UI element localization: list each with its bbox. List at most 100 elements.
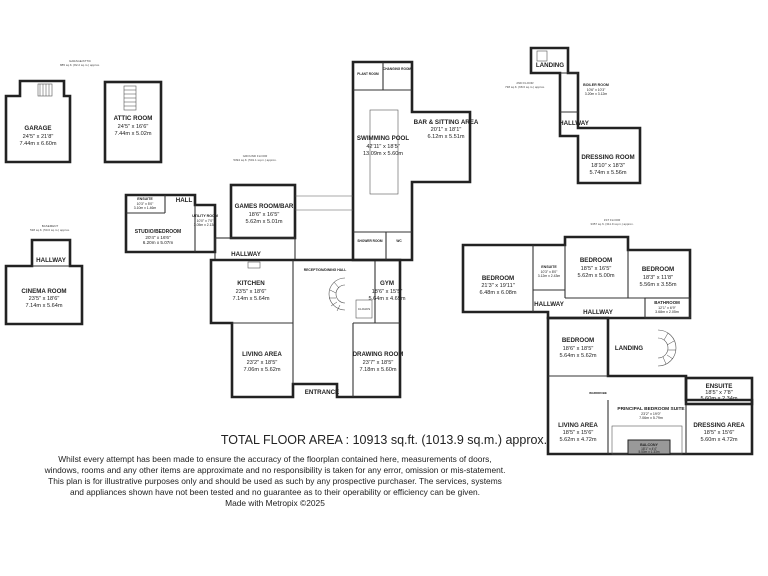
room-metric-cinema: 7.14m x 5.64m xyxy=(26,303,63,309)
room-name-landing: LANDING xyxy=(615,345,643,352)
room-metric-gym: 5.64m x 4.69m xyxy=(369,296,406,302)
room-metric-living: 7.06m x 5.62m xyxy=(244,367,281,373)
room-name-entrance: ENTRANCE xyxy=(305,389,339,396)
room-name-hallway-ground: HALLWAY xyxy=(231,251,262,258)
room-name-hallway-first: HALLWAY xyxy=(583,309,614,316)
disclaimer-text: Whilst every attempt has been made to en… xyxy=(40,454,510,509)
disclaimer-body: Whilst every attempt has been made to en… xyxy=(44,454,506,498)
room-metric-studio: 6.20m x 5.07m xyxy=(143,240,174,245)
floor-title-ground: GROUND FLOOR xyxy=(243,154,268,158)
room-metric-living-p: 5.62m x 4.72m xyxy=(560,437,597,443)
spiral-staircase xyxy=(328,277,346,312)
room-imperial-garage: 24'5" x 21'8" xyxy=(23,134,54,140)
floor-area-first: 3357 sq.ft. (311.9 sq.m.) approx. xyxy=(590,222,633,226)
room-name-garage: GARAGE xyxy=(24,125,51,132)
room-imperial-dressing-p: 18'5" x 15'6" xyxy=(704,430,735,436)
room-name-bed-right: BEDROOM xyxy=(642,266,674,273)
room-name-plant: PLANT ROOM xyxy=(357,72,379,76)
room-imperial-living-p: 18'5" x 15'6" xyxy=(563,430,594,436)
garage-stair xyxy=(37,83,53,97)
room-metric-bed-center: 5.62m x 5.00m xyxy=(578,273,615,279)
room-name-cinema: CINEMA ROOM xyxy=(21,288,66,295)
ensuite-p-walls xyxy=(684,376,754,406)
room-name-reception: RECEPTION/DINING HALL xyxy=(304,268,347,272)
room-imperial-cinema: 23'5" x 18'6" xyxy=(29,296,60,302)
room-name-boiler: BOILER ROOM xyxy=(583,83,609,87)
room-name-ensuite-p: ENSUITE xyxy=(706,383,733,390)
room-imperial-gym: 18'6" x 15'5" xyxy=(372,289,403,295)
balcony xyxy=(627,439,671,455)
room-name-kitchen: KITCHEN xyxy=(237,280,265,287)
room-name-hallway-left: HALLWAY xyxy=(534,301,565,308)
cloak-room xyxy=(355,299,373,319)
room-imperial-dressing2: 18'10" x 18'3" xyxy=(591,163,625,169)
room-name-balcony: BALCONY xyxy=(640,443,658,447)
kitchen-hob xyxy=(247,261,261,269)
room-metric-bed-mid: 5.64m x 5.62m xyxy=(560,353,597,359)
room-name-gym: GYM xyxy=(380,280,394,287)
basement-floor: BASEMENT 538 sq.ft. (50.0 sq.m.) approx.… xyxy=(4,224,84,326)
room-name-games: GAMES ROOM/BAR xyxy=(235,203,294,210)
floor-area-garage: 885 sq.ft. (82.2 sq.m.) approx. xyxy=(60,63,100,67)
room-imperial-bed-center: 18'5" x 16'5" xyxy=(581,266,612,272)
room-name-dressing-p: DRESSING AREA xyxy=(693,422,745,429)
room-metric-ensuite-p: 5.60m x 2.34m xyxy=(701,396,738,402)
floor-title-basement: BASEMENT xyxy=(42,224,59,228)
room-name-changing: CHANGING ROOM xyxy=(383,67,412,71)
attic-walls xyxy=(103,80,163,164)
room-name-suite: PRINCIPAL BEDROOM SUITE xyxy=(617,406,685,412)
first-spiral-stair xyxy=(657,329,677,367)
room-name-dressing2: DRESSING ROOM xyxy=(581,154,634,161)
room-imperial-boiler: 10'6" x 10'3" xyxy=(587,88,606,92)
room-imperial-bed-left: 21'3" x 19'11" xyxy=(481,283,514,289)
pool-basin xyxy=(369,109,399,195)
west-wing-walls xyxy=(124,193,217,254)
room-name-pool-wc: WC xyxy=(396,239,402,243)
room-metric-bathroom: 3.68m x 2.05m xyxy=(655,310,679,314)
ground-floor: GROUND FLOOR 5394 sq.ft. (501.1 sq.m.) a… xyxy=(124,60,479,399)
room-imperial-suite: 23'2" x 19'0" xyxy=(641,412,661,416)
room-imperial-utility: 10'0" x 7'0" xyxy=(197,219,215,223)
room-imperial-pool: 42'11" x 18'5" xyxy=(366,144,399,150)
room-metric-dressing-p: 5.60m x 4.72m xyxy=(701,437,738,443)
floor-title-first: 1ST FLOOR xyxy=(604,218,621,222)
room-imperial-bed-mid: 18'6" x 18'5" xyxy=(563,346,594,352)
room-imperial-bathroom: 12'1" x 6'9" xyxy=(658,306,676,310)
room-name-hallway2: HALLWAY xyxy=(559,120,590,127)
basement-walls xyxy=(4,238,84,326)
total-floor-area: TOTAL FLOOR AREA : 10913 sq.ft. (1013.9 … xyxy=(220,433,548,447)
room-imperial-ensuite-p: 18'5" x 7'8" xyxy=(705,390,733,396)
second-floor: 2ND FLOOR 738 sq.ft. (68.6 sq.m.) approx… xyxy=(505,46,642,185)
metropix-credit: Made with Metropix ©2025 xyxy=(225,498,325,509)
room-metric-bar: 6.12m x 5.51m xyxy=(428,134,465,140)
room-name-landing2: LANDING xyxy=(536,62,564,69)
room-imperial-attic: 24'5" x 16'6" xyxy=(118,124,149,130)
room-name-pool: SWIMMING POOL xyxy=(357,135,409,142)
room-name-bed-center: BEDROOM xyxy=(580,257,612,264)
room-imperial-balcony: 18'1" x 4'4" xyxy=(641,447,657,451)
room-name-bathroom: BATHROOM xyxy=(654,300,680,305)
floor-area-ground: 5394 sq.ft. (501.1 sq.m.) approx. xyxy=(233,158,277,162)
room-imperial-kitchen: 23'5" x 18'6" xyxy=(236,289,267,295)
room-metric-pool: 13.09m x 5.60m xyxy=(363,151,403,157)
room-imperial-shower: 10'3" x 5'0" xyxy=(137,202,155,206)
room-metric-utility: 3.05m x 2.13m xyxy=(194,223,217,227)
garage-stair-treads xyxy=(39,84,50,96)
room-imperial-living: 23'2" x 18'5" xyxy=(247,360,278,366)
room-metric-bed-right: 5.56m x 3.55m xyxy=(640,282,677,288)
room-imperial-bed-right: 18'3" x 11'8" xyxy=(643,275,673,281)
room-name-bar: BAR & SITTING AREA xyxy=(414,119,479,126)
room-metric-garage: 7.44m x 6.60m xyxy=(20,141,57,147)
first-floor: 1ST FLOOR 3357 sq.ft. (311.9 sq.m.) appr… xyxy=(461,218,754,456)
attic-stair-treads xyxy=(124,89,136,107)
room-name-living: LIVING AREA xyxy=(242,351,282,358)
room-name-living-p: LIVING AREA xyxy=(558,422,598,429)
room-imperial-drawing: 23'7" x 18'5" xyxy=(363,360,394,366)
floor-area-basement: 538 sq.ft. (50.0 sq.m.) approx. xyxy=(30,228,70,232)
room-imperial-bar: 20'1" x 18'1" xyxy=(431,127,462,133)
room-name-bed-mid: BEDROOM xyxy=(562,337,594,344)
floor-title-second: 2ND FLOOR xyxy=(516,81,534,85)
pool-wing-walls xyxy=(351,60,472,262)
room-metric-ens-left: 3.12m x 2.43m xyxy=(538,274,561,278)
